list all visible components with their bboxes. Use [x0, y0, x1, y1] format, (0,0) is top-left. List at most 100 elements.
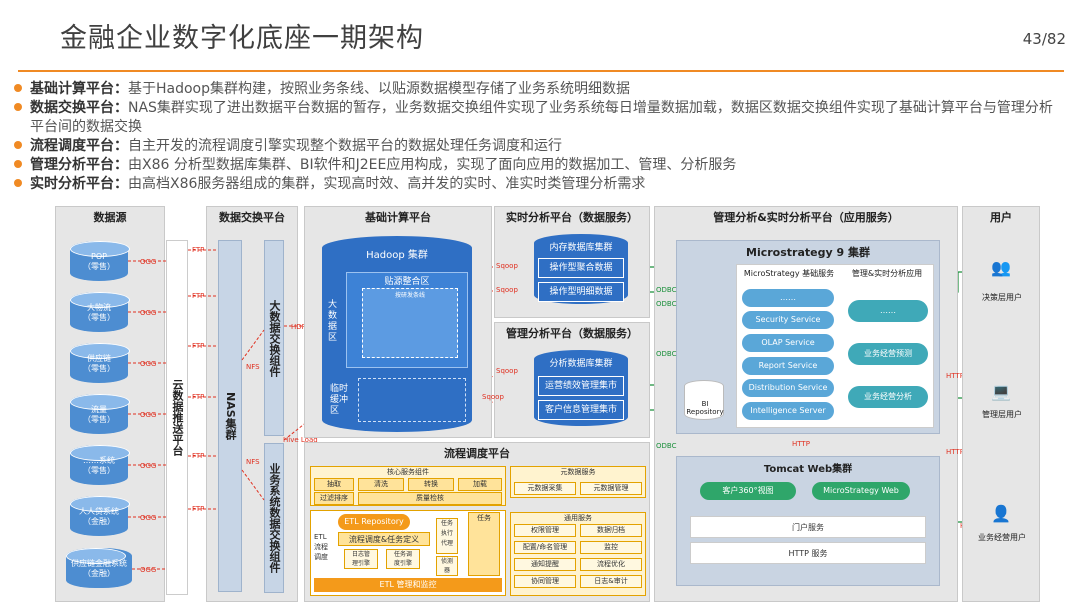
flow-opt-cell: 流程优化	[580, 558, 642, 571]
odbc-label: ODBC	[656, 286, 677, 294]
portal-service: 门户服务	[690, 516, 926, 538]
decision-users-icon: 👥	[991, 258, 1011, 277]
op-agg-data: 操作型聚合数据	[538, 258, 624, 278]
http-label: HTTP	[946, 372, 964, 380]
buffer-zone-nodes	[358, 378, 466, 422]
business-users-label: 业务经营用户	[978, 533, 1026, 542]
source-db-supply-fin: 供应链金融系统 （金融）	[66, 548, 132, 588]
ogg-label: OGG	[140, 462, 157, 470]
sqoop-label: Sqoop	[482, 393, 504, 401]
load-cell: 加载	[458, 478, 502, 491]
microstrategy-web: MicroStrategy Web	[812, 482, 910, 500]
tieyuan-zone-label: 贴源整合区	[384, 277, 430, 287]
hive-load-label: Hive Load	[283, 436, 318, 444]
ogg-label: OGG	[140, 360, 157, 368]
ogg-label: OGG	[140, 309, 157, 317]
core-service-label: 核心服务组件	[387, 468, 429, 476]
odbc-label: ODBC	[656, 350, 677, 358]
sqoop-label: Sqoop	[496, 286, 518, 294]
sqoop-label: Sqoop	[496, 262, 518, 270]
notify-cell: 通知提醒	[514, 558, 576, 571]
common-service-label: 通用服务	[564, 514, 592, 522]
source-db-supply: 供应链 （零售）	[70, 343, 130, 383]
log-engine-cell: 日志管 理引擎	[344, 549, 378, 569]
nfs-label: NFS	[246, 363, 260, 371]
decision-users-label: 决策层用户	[982, 293, 1022, 302]
nfs-label: NFS	[246, 458, 260, 466]
archive-cell: 数据归档	[580, 524, 642, 537]
ledger-box	[362, 288, 458, 358]
odbc-label: ODBC	[656, 300, 677, 308]
extract-cell: 抽取	[314, 478, 354, 491]
etl-define-cell: 流程调度&任务定义	[338, 532, 430, 546]
meta-collect-cell: 元数据采集	[514, 482, 576, 495]
biz-analysis: 业务经营分析	[848, 386, 928, 408]
clean-cell: 清洗	[358, 478, 404, 491]
ogg-label: OGG	[140, 258, 157, 266]
transform-cell: 转换	[408, 478, 454, 491]
perm-cell: 权限管理	[514, 524, 576, 537]
meta-service-label: 元数据服务	[560, 468, 596, 476]
olap-service: OLAP Service	[742, 334, 834, 352]
task-engine-cell: 任务调 度引擎	[386, 549, 420, 569]
customer-mart: 客户信息管理集市	[538, 400, 624, 420]
log-audit-cell: 日志&审计	[580, 575, 642, 588]
bigdata-zone-label: 大数据区	[328, 300, 338, 343]
ogg-label: OGG	[140, 411, 157, 419]
odbc-label: ODBC	[656, 442, 677, 450]
security-service: Security Service	[742, 311, 834, 329]
user-panel: 用户	[962, 206, 1040, 602]
customer-360-view: 客户360°视图	[700, 482, 796, 500]
etl-side-label: ETL 流程 调度	[314, 533, 328, 561]
perf-mart: 运营绩效管理集市	[538, 376, 624, 396]
nas-cluster: NAS集群	[218, 240, 242, 592]
user-panel-title: 用户	[990, 211, 1012, 224]
bigdata-exchange-component: 大数据交换组件	[264, 240, 284, 436]
exchange-panel-title: 数据交换平台	[219, 211, 285, 224]
business-users-icon: 👤	[991, 504, 1011, 523]
bullet-3: 流程调度平台：自主开发的流程调度引擎实现整个数据平台的数据处理任务调度和运行	[14, 137, 1060, 156]
source-db-logistics: 大物流 （零售）	[70, 292, 130, 332]
task-exec-agent-cell: 任务 执行 代理	[436, 518, 458, 554]
ledger-label: 按研发条线	[394, 292, 425, 299]
source-db-p2p: 人人贷系统 （金融）	[70, 496, 130, 536]
bullet-4: 管理分析平台：由X86 分析型数据库集群、BI软件和J2EE应用构成，实现了面向…	[14, 156, 1060, 175]
detector-cell: 侦测 器	[436, 556, 458, 576]
hdfs-label: HDFS	[291, 323, 311, 331]
source-db-pop: POP （零售）	[70, 241, 130, 281]
title-divider	[18, 70, 1064, 72]
bi-repository-label: BI Repository	[686, 400, 724, 416]
page-number: 43/82	[1022, 30, 1066, 48]
cloud-push-platform: 云数据推送平台	[166, 240, 188, 595]
http-label: HTTP	[946, 448, 964, 456]
config-cell: 配置/命名管理	[514, 541, 576, 554]
app-ellipsis: ……	[848, 300, 928, 322]
bullet-1: 基础计算平台：基于Hadoop集群构建，按照业务条线、以贴源数据模型存储了业务系…	[14, 80, 1060, 99]
analytic-db-label: 分析数据库集群	[549, 359, 613, 369]
manager-users-icon: 💻	[991, 382, 1011, 401]
flow-panel-title: 流程调度平台	[444, 447, 510, 460]
etl-repository: ETL Repository	[338, 514, 410, 530]
collab-cell: 协同管理	[514, 575, 576, 588]
hadoop-cluster-label: Hadoop 集群	[366, 250, 428, 261]
source-db-other: ……系统 （零售）	[70, 445, 130, 485]
etl-manage-monitor: ETL 管理和监控	[314, 578, 502, 592]
microstrategy-title: Microstrategy 9 集群	[746, 246, 870, 259]
http-service: HTTP 服务	[690, 542, 926, 564]
bullet-2: 数据交换平台：NAS集群实现了进出数据平台数据的暂存，业务数据交换组件实现了业务…	[14, 99, 1060, 137]
source-panel-title: 数据源	[93, 211, 127, 224]
buffer-zone-label: 临时缓冲区	[330, 384, 349, 416]
biz-exchange-component: 业务系统数据交换组件	[264, 443, 284, 593]
svc-ellipsis: ……	[742, 289, 834, 307]
memory-db-label: 内存数据库集群	[549, 243, 613, 253]
bi-repository-cylinder	[684, 380, 724, 420]
monitor-cell: 监控	[580, 541, 642, 554]
mgmt-panel-title: 管理分析平台（数据服务）	[506, 327, 638, 340]
ogg-label: OGG	[140, 514, 157, 522]
http-label: HTTP	[792, 440, 810, 448]
sqoop-label: Sqoop	[496, 367, 518, 375]
quality-check-cell: 质量检核	[358, 492, 502, 505]
ms-app-label: 管理&实时分析应用	[851, 269, 923, 278]
op-detail-data: 操作型明细数据	[538, 282, 624, 302]
biz-forecast: 业务经营预测	[848, 343, 928, 365]
